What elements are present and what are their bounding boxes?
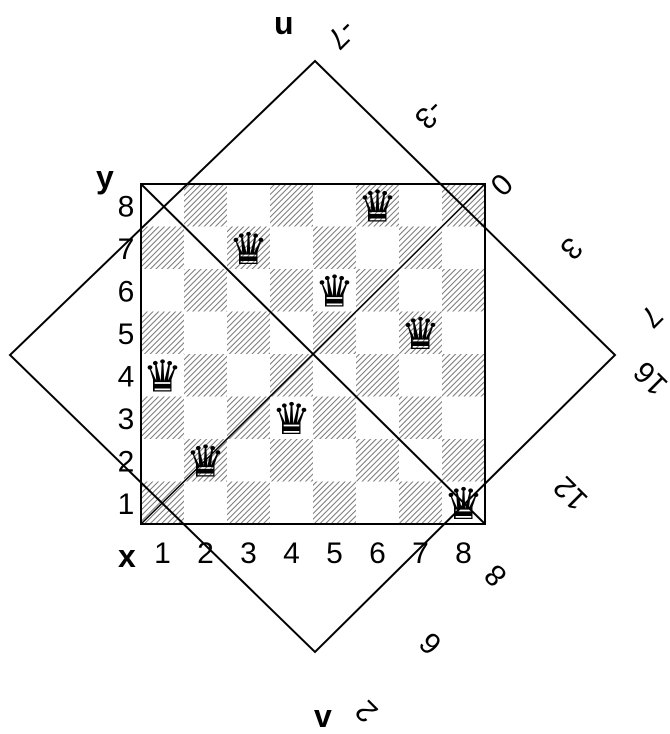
x-tick-label: 5 [326,537,343,570]
u-tick-label: 7 [634,299,669,334]
dark-square [313,482,356,525]
chess-queen-icon: ♛ [272,394,311,445]
light-square [184,397,227,440]
dark-square [442,439,485,482]
chess-queen-icon: ♛ [444,479,483,530]
y-tick-label: 2 [118,445,135,478]
dark-square [141,397,184,440]
light-square [227,184,270,227]
dark-square [356,439,399,482]
dark-square [270,184,313,227]
light-square [184,312,227,355]
light-square [313,184,356,227]
v-tick-label: 2 [349,694,384,729]
v-tick-label: 16 [627,355,670,402]
chess-queen-icon: ♛ [229,224,268,275]
dark-square [227,312,270,355]
light-square [141,439,184,482]
x-tick-label: 3 [240,537,257,570]
v-tick-label: 12 [547,470,594,517]
light-square [227,354,270,397]
y-tick-label: 3 [118,403,135,436]
y-tick-label: 5 [118,318,135,351]
light-square [356,312,399,355]
x-tick-label: 4 [283,537,300,570]
dark-square [270,439,313,482]
chess-queen-icon: ♛ [315,266,354,317]
dark-square [399,482,442,525]
v-axis-name: v [314,698,332,729]
u-axis-name: u [274,5,294,41]
light-square [399,354,442,397]
dark-square [227,482,270,525]
dark-square [442,269,485,312]
dark-square [313,227,356,270]
x-tick-label: 7 [412,537,429,570]
light-square [356,227,399,270]
dark-square [270,269,313,312]
dark-square [313,397,356,440]
x-tick-label: 6 [369,537,386,570]
dark-square [442,354,485,397]
x-axis-name: x [118,538,136,574]
x-tick-label: 2 [197,537,214,570]
u-tick-label: 3 [554,231,589,266]
light-square [399,184,442,227]
light-square [270,482,313,525]
dark-square [184,184,227,227]
light-square [442,312,485,355]
v-tick-label: 6 [413,626,448,661]
chess-queen-icon: ♛ [358,181,397,232]
light-square [227,439,270,482]
chess-queen-icon: ♛ [186,436,225,487]
u-tick-label: 0 [484,167,519,202]
u-tick-label: -3 [408,93,450,135]
dark-square [184,354,227,397]
y-tick-label: 6 [118,275,135,308]
light-square [356,482,399,525]
u-tick-label: -7 [320,13,362,55]
chess-queen-icon: ♛ [143,351,182,402]
light-square [399,269,442,312]
dark-square [399,397,442,440]
y-tick-label: 4 [118,360,135,393]
v-tick-label: 8 [478,558,513,593]
dark-square [356,354,399,397]
dark-square [141,312,184,355]
light-square [184,482,227,525]
x-tick-label: 8 [455,537,472,570]
light-square [442,397,485,440]
light-square [270,227,313,270]
y-axis-name: y [96,159,114,195]
y-tick-label: 8 [118,190,135,223]
x-tick-label: 1 [154,537,171,570]
dark-square [141,227,184,270]
y-tick-label: 1 [118,488,135,521]
y-axis-labels: 1 2 3 4 5 6 7 8 [118,190,135,521]
light-square [442,227,485,270]
dark-square [184,269,227,312]
light-square [313,439,356,482]
light-square [141,269,184,312]
y-tick-label: 7 [118,233,135,266]
chess-queen-icon: ♛ [401,309,440,360]
